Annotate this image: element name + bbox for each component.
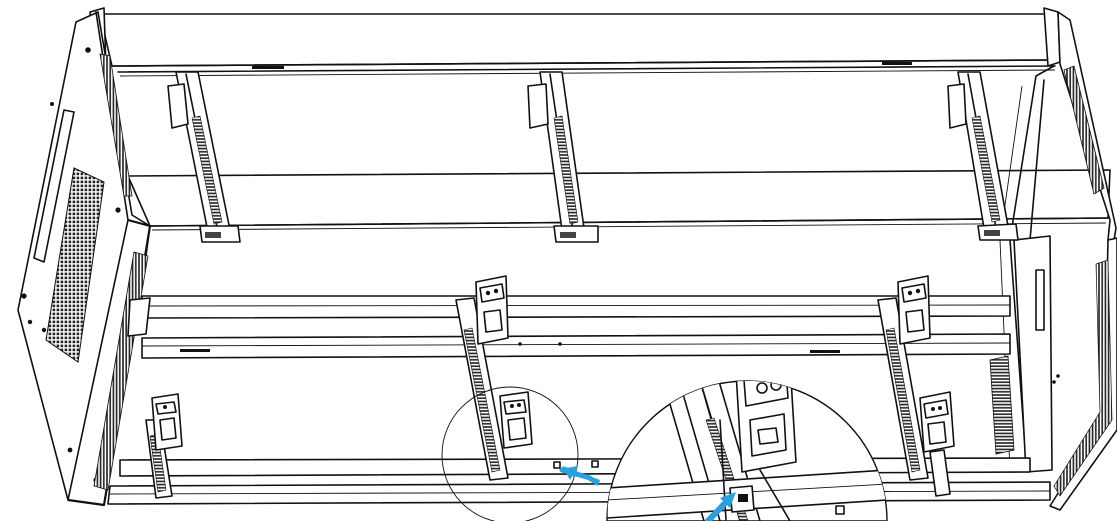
arrow-icon <box>705 492 736 521</box>
slide-rail-center-back <box>455 275 509 481</box>
slide-rail-right-front <box>919 391 955 497</box>
slide-rail-center-front <box>499 391 533 449</box>
middle-rails <box>127 295 1011 359</box>
detail-circle-small <box>441 386 579 521</box>
back-rail-center <box>527 71 599 243</box>
arrow-icon <box>559 466 600 486</box>
back-rail-left <box>167 71 241 243</box>
slide-rail-left-front <box>145 393 183 499</box>
right-side-panel <box>989 11 1117 511</box>
left-side-panel <box>17 11 152 507</box>
magnify-detail-icon <box>606 380 888 521</box>
slide-rail-right-back <box>877 275 931 481</box>
back-rail-right <box>947 71 1019 241</box>
